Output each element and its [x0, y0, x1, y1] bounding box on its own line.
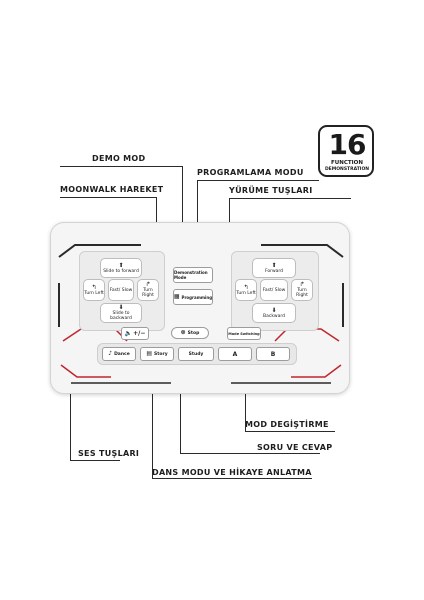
right-turn-right-button[interactable]: ↱ Turn Right — [291, 279, 313, 301]
leader-ses-underline — [70, 460, 120, 461]
forward-label: Forward — [264, 268, 284, 274]
study-label: Study — [188, 351, 204, 357]
leader-yurume-underline — [229, 198, 351, 199]
speaker-icon: 🔈 — [124, 329, 133, 337]
right-fast-slow-button[interactable]: Fast/ Slow — [260, 279, 288, 301]
leader-dans-vertical — [152, 358, 153, 478]
leader-moonwalk-underline — [60, 197, 156, 198]
forward-button[interactable]: ⬆ Forward — [252, 258, 296, 278]
label-dans-modu: DANS MODU VE HİKAYE ANLATMA — [152, 468, 312, 477]
function-badge: 16 FUNCTION DEMONSTRATION — [318, 125, 374, 177]
arrow-up-icon: ⬆ — [118, 261, 124, 269]
label-soru-ve-cevap: SORU VE CEVAP — [257, 443, 333, 452]
label-moonwalk-hareket: MOONWALK HAREKET — [60, 185, 164, 194]
volume-button[interactable]: 🔈 +/− — [121, 327, 149, 340]
slide-backward-label: Slide to backward — [110, 311, 132, 321]
a-button[interactable]: A — [218, 347, 252, 361]
arrow-up-icon: ⬆ — [271, 261, 277, 269]
badge-line1: FUNCTION — [331, 160, 363, 166]
slide-forward-button[interactable]: ⬆ Slide to forward — [100, 258, 142, 278]
label-programlama-modu: PROGRAMLAMA MODU — [197, 168, 304, 177]
arrow-down-icon: ⬇ — [271, 306, 277, 314]
left-fast-slow-label: Fast/ Slow — [109, 287, 133, 293]
mode-switching-label: Mode Switching — [228, 331, 260, 336]
left-turn-right-label: Turn Right — [142, 288, 154, 298]
slide-backward-button[interactable]: ⬇ Slide to backward — [100, 303, 142, 323]
study-button[interactable]: Study — [178, 347, 214, 361]
leader-soru-vertical — [180, 358, 181, 453]
leader-soru-underline — [180, 453, 320, 454]
book-icon: ▤ — [146, 350, 153, 357]
label-mod-degistirme: MOD DEGİŞTİRME — [245, 420, 329, 429]
left-turn-left-button[interactable]: ↰ Turn Left — [83, 279, 105, 301]
turn-right-icon: ↱ — [299, 281, 305, 288]
left-turn-right-button[interactable]: ↱ Turn Right — [137, 279, 159, 301]
arrow-down-icon: ⬇ — [118, 304, 124, 311]
leader-demo-vertical — [182, 166, 183, 266]
right-fast-slow-label: Fast/ Slow — [262, 287, 286, 293]
right-turn-left-label: Turn Left — [236, 290, 256, 296]
leader-demo-underline — [60, 166, 182, 167]
dance-button[interactable]: ♪ Dance — [102, 347, 136, 361]
volume-label: +/− — [133, 330, 146, 337]
right-turn-left-button[interactable]: ↰ Turn Left — [235, 279, 257, 301]
left-fast-slow-button[interactable]: Fast/ Slow — [108, 279, 134, 301]
b-label: B — [270, 350, 276, 358]
turn-left-icon: ↰ — [91, 283, 97, 291]
programming-icon: ▦ — [173, 293, 180, 300]
remote-decoration — [58, 244, 344, 384]
right-turn-right-label: Turn Right — [296, 288, 308, 298]
left-dpad-panel: ⬆ Slide to forward ↰ Turn Left Fast/ Slo… — [79, 251, 165, 331]
dance-icon: ♪ — [108, 350, 113, 357]
badge-number: 16 — [328, 128, 367, 161]
stop-icon: ⊗ — [180, 329, 186, 336]
label-demo-mod: DEMO MOD — [92, 154, 146, 163]
demonstration-mode-button[interactable]: Demonstration Mode — [173, 267, 213, 283]
backward-button[interactable]: ⬇ Backward — [252, 303, 296, 323]
b-button[interactable]: B — [256, 347, 290, 361]
label-ses-tuslari: SES TUŞLARI — [78, 449, 140, 458]
backward-label: Backward — [263, 313, 285, 319]
story-button[interactable]: ▤ Story — [140, 347, 174, 361]
programming-label: Programming — [181, 294, 213, 300]
mode-switching-button[interactable]: Mode Switching — [227, 327, 261, 340]
demonstration-mode-label: Demonstration Mode — [174, 270, 208, 280]
leader-prog-underline — [197, 180, 319, 181]
turn-right-icon: ↱ — [145, 281, 151, 288]
right-dpad-panel: ⬆ Forward ↰ Turn Left Fast/ Slow ↱ Turn … — [231, 251, 319, 331]
label-yurume-tuslari: YÜRÜME TUŞLARI — [229, 186, 313, 195]
programming-button[interactable]: ▦ Programming — [173, 289, 213, 305]
slide-forward-label: Slide to forward — [103, 268, 139, 274]
leader-mod-underline — [245, 431, 335, 432]
turn-left-icon: ↰ — [243, 283, 249, 291]
left-turn-left-label: Turn Left — [84, 290, 104, 296]
leader-dans-underline — [152, 478, 312, 479]
badge-line2: DEMONSTRATION — [324, 167, 370, 172]
a-label: A — [232, 350, 238, 358]
dance-label: Dance — [114, 351, 130, 357]
leader-ses-vertical — [70, 335, 71, 460]
story-label: Story — [154, 351, 168, 357]
stop-button[interactable]: ⊗ Stop — [171, 327, 209, 339]
bottom-button-row: ♪ Dance ▤ Story Study A B — [97, 343, 297, 365]
stop-label: Stop — [187, 330, 200, 336]
remote-control: ⬆ Slide to forward ↰ Turn Left Fast/ Slo… — [50, 222, 350, 394]
